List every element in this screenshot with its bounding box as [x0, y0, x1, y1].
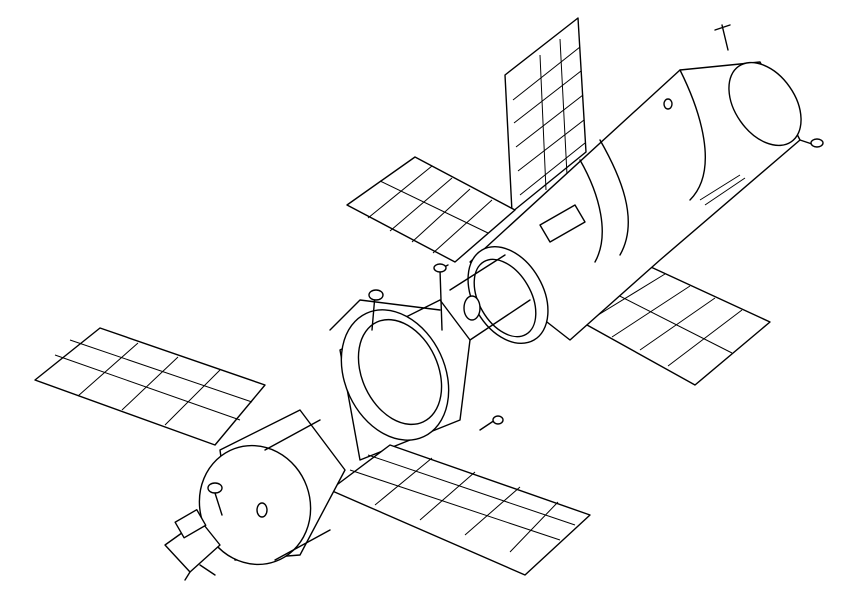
- transfer-module: [329, 299, 471, 461]
- solar-panel-lower-left: [34, 327, 266, 446]
- descent-module: [198, 409, 346, 566]
- solar-panel-upper-left: [346, 156, 516, 263]
- solar-panel-top: [504, 17, 587, 213]
- solar-panel-bottom: [329, 444, 591, 576]
- nose-antenna-cluster: [164, 482, 223, 581]
- docking-ring: [449, 245, 549, 345]
- antenna-group: [368, 24, 824, 431]
